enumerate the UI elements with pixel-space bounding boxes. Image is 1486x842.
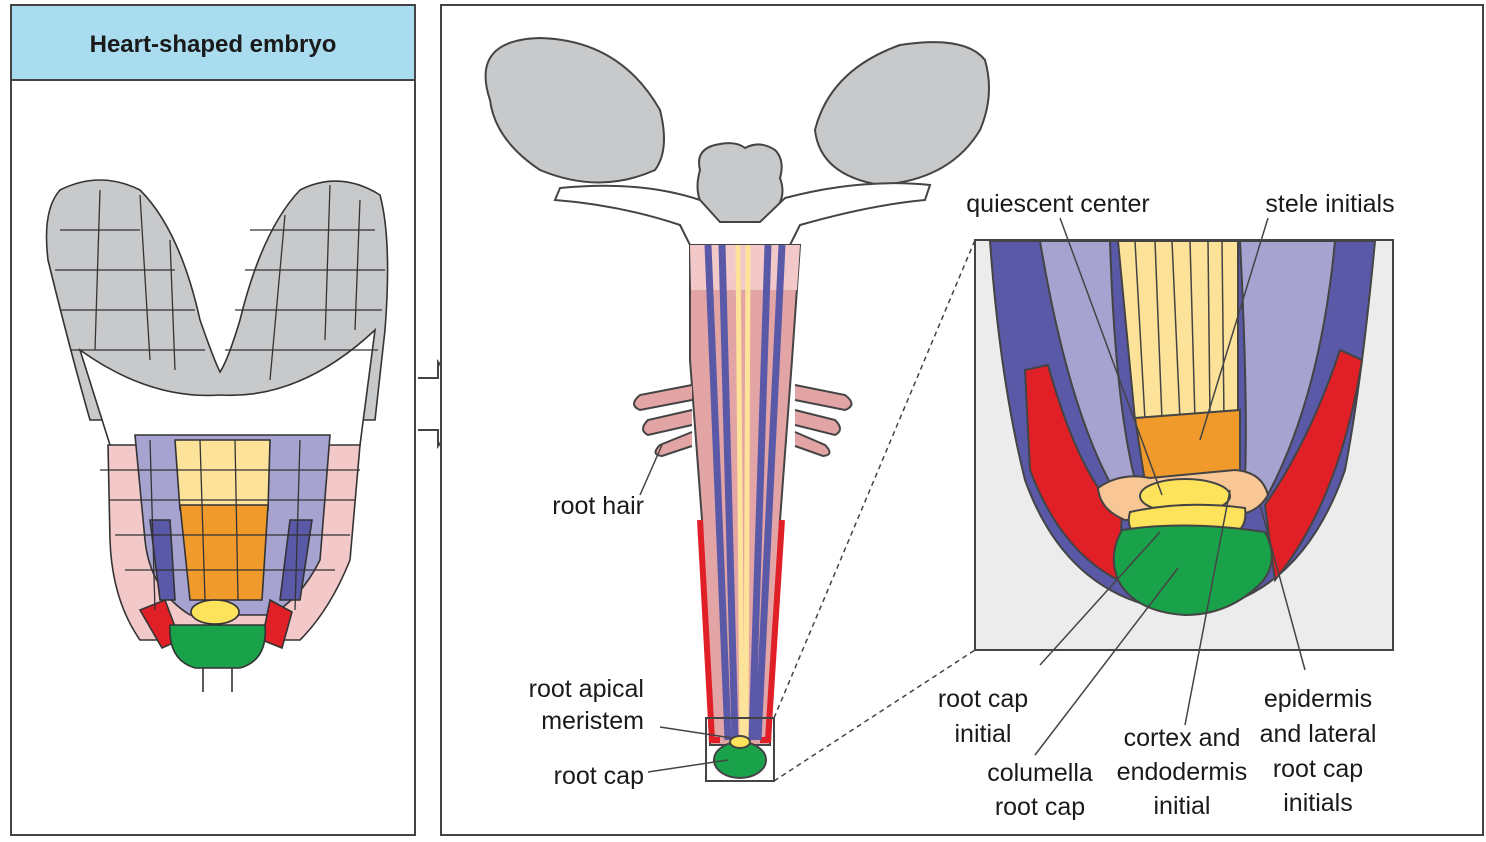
- label-epidermis-4: initials: [1283, 789, 1352, 817]
- embryo-quiescent-yellow: [191, 600, 239, 624]
- left-panel: Heart-shaped embryo: [11, 5, 415, 835]
- label-stele-initials: stele initials: [1265, 190, 1394, 218]
- embryo-columella-green: [170, 625, 265, 668]
- label-root-cap: root cap: [554, 762, 644, 790]
- root-tip-inset: [975, 240, 1393, 650]
- label-epidermis-3: root cap: [1273, 755, 1363, 783]
- label-root-hair: root hair: [552, 492, 644, 520]
- label-root-apical-meristem-1: root apical: [529, 675, 644, 703]
- embryo-stele-orange: [180, 505, 268, 600]
- label-root-cap-initial-1: root cap: [938, 685, 1028, 713]
- label-cortex-3: initial: [1154, 792, 1211, 820]
- root-meristem-yellow: [730, 736, 750, 748]
- label-epidermis-2: and lateral: [1260, 720, 1377, 748]
- left-panel-title: Heart-shaped embryo: [90, 31, 337, 58]
- label-columella-2: root cap: [995, 793, 1085, 821]
- label-cortex-2: endodermis: [1117, 758, 1248, 786]
- label-columella-1: columella: [987, 759, 1093, 787]
- label-quiescent-center: quiescent center: [966, 190, 1149, 218]
- label-cortex-1: cortex and: [1124, 724, 1241, 752]
- label-root-cap-initial-2: initial: [955, 720, 1012, 748]
- right-panel: root hair root apical meristem root cap …: [441, 5, 1483, 835]
- label-root-apical-meristem-2: meristem: [541, 707, 644, 735]
- label-epidermis-1: epidermis: [1264, 685, 1372, 713]
